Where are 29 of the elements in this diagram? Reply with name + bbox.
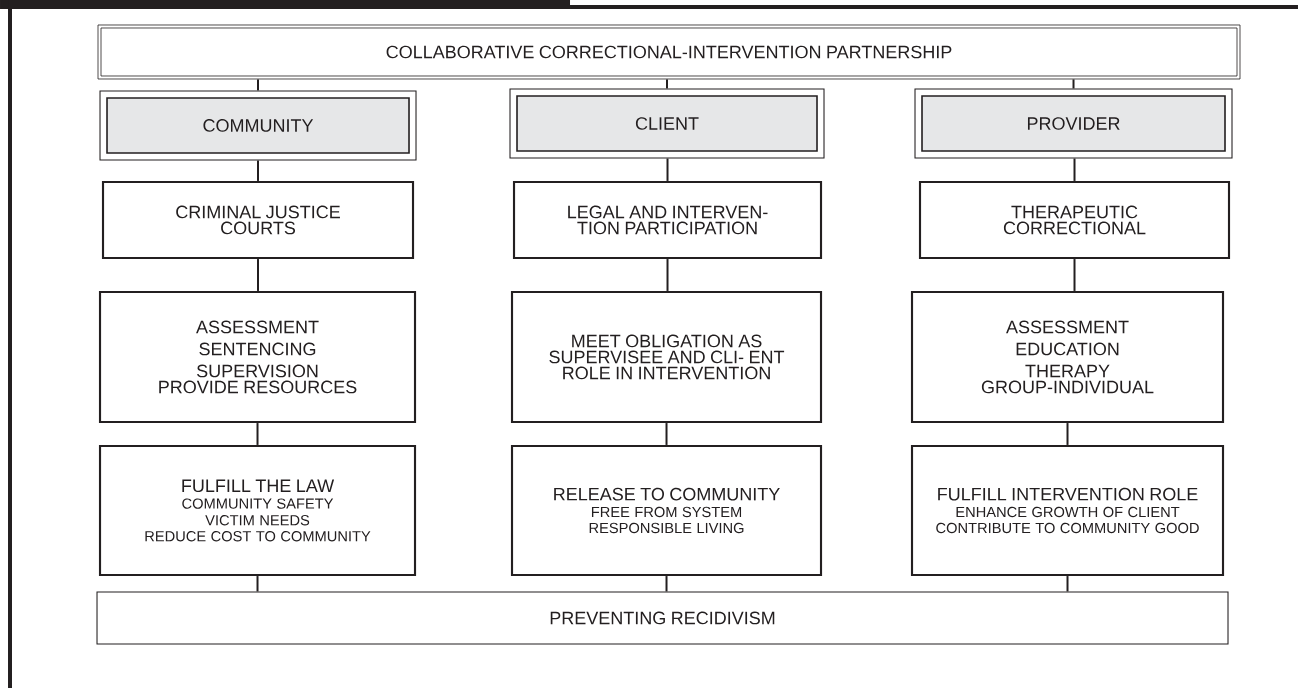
connector-line <box>666 78 668 90</box>
connector-line <box>256 575 259 593</box>
connector-line <box>257 78 259 92</box>
process-box: THERAPEUTIC CORRECTIONAL <box>918 180 1231 260</box>
connector-line <box>1073 258 1076 292</box>
process-box: MEET OBLIGATION AS SUPERVISEE AND CLI- ENT ROLE IN INTERVENTION <box>510 290 823 424</box>
title-box: COLLABORATIVE CORRECTIONAL-INTERVENTION PARTNERSHIP <box>97 24 1241 80</box>
header-box: PROVIDER <box>914 88 1233 159</box>
outcome-box: PREVENTING RECIDIVISM <box>96 591 1229 645</box>
connector-line <box>1072 78 1075 90</box>
connector-line <box>1066 575 1069 593</box>
connector-line <box>665 422 668 446</box>
header-box: CLIENT <box>509 88 825 159</box>
connector-line <box>1066 422 1069 446</box>
connector-line <box>257 258 259 292</box>
connector-line <box>257 159 259 182</box>
process-box: ASSESSMENT EDUCATION THERAPY GROUP-INDIVIDUAL <box>910 290 1225 424</box>
connector-line <box>1073 157 1076 182</box>
header-box: COMMUNITY <box>99 90 417 161</box>
connector-line <box>256 422 259 446</box>
connector-line <box>666 157 669 182</box>
connector-line <box>665 575 668 593</box>
connector-line <box>666 258 669 292</box>
process-box: RELEASE TO COMMUNITY FREE FROM SYSTEM RESPONSIBLE LIVING <box>510 444 823 577</box>
process-box: LEGAL AND INTERVEN- TION PARTICIPATION <box>512 180 823 260</box>
process-box: ASSESSMENT SENTENCING SUPERVISION PROVIDE RESOURCES <box>98 290 417 424</box>
process-box: FULFILL THE LAW COMMUNITY SAFETY VICTIM NEEDS REDUCE COST TO COMMUNITY <box>98 444 417 577</box>
process-box: FULFILL INTERVENTION ROLE ENHANCE GROWTH OF CLIENT CONTRIBUTE TO COMMUNITY GOOD <box>910 444 1225 577</box>
process-box: CRIMINAL JUSTICE COURTS <box>101 180 415 260</box>
